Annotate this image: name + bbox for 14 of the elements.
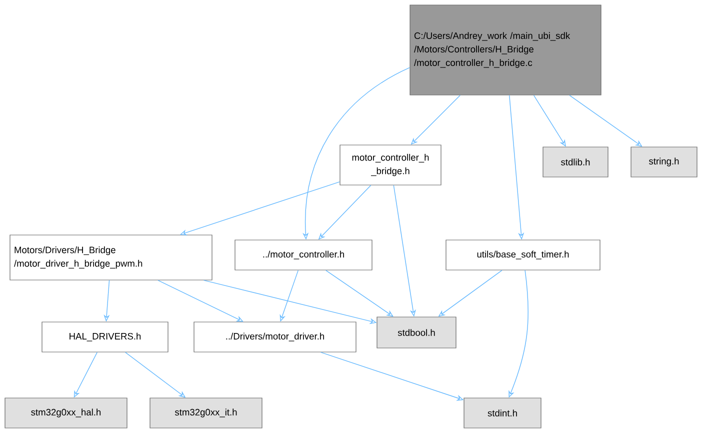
file-box: ../Drivers/motor_driver.h [194, 322, 356, 352]
file-box: Motors/Drivers/H_Bridge /motor_driver_h_bridge_pwm.h [10, 234, 212, 280]
arrow [325, 270, 394, 317]
file-box: stdint.h [464, 398, 542, 428]
file-box: stm32g0xx_it.h [150, 398, 262, 428]
file-box: C:/Users/Andrey_work /main_ubi_sdk /Motors/Controllers/H_Bridge /motor_controller_h_bridge.c [410, 4, 602, 96]
file-box: string.h [630, 146, 698, 178]
file-box: utils/base_soft_timer.h [446, 240, 600, 270]
file-box: motor_controller_h _bridge.h [340, 144, 442, 186]
file-box: stdlib.h [542, 146, 608, 178]
file-box: stm32g0xx_hal.h [4, 398, 128, 428]
file-box: ../motor_controller.h [234, 240, 372, 270]
file-box: stdbool.h [376, 316, 456, 348]
file-box: HAL_DRIVERS.h [42, 322, 168, 352]
